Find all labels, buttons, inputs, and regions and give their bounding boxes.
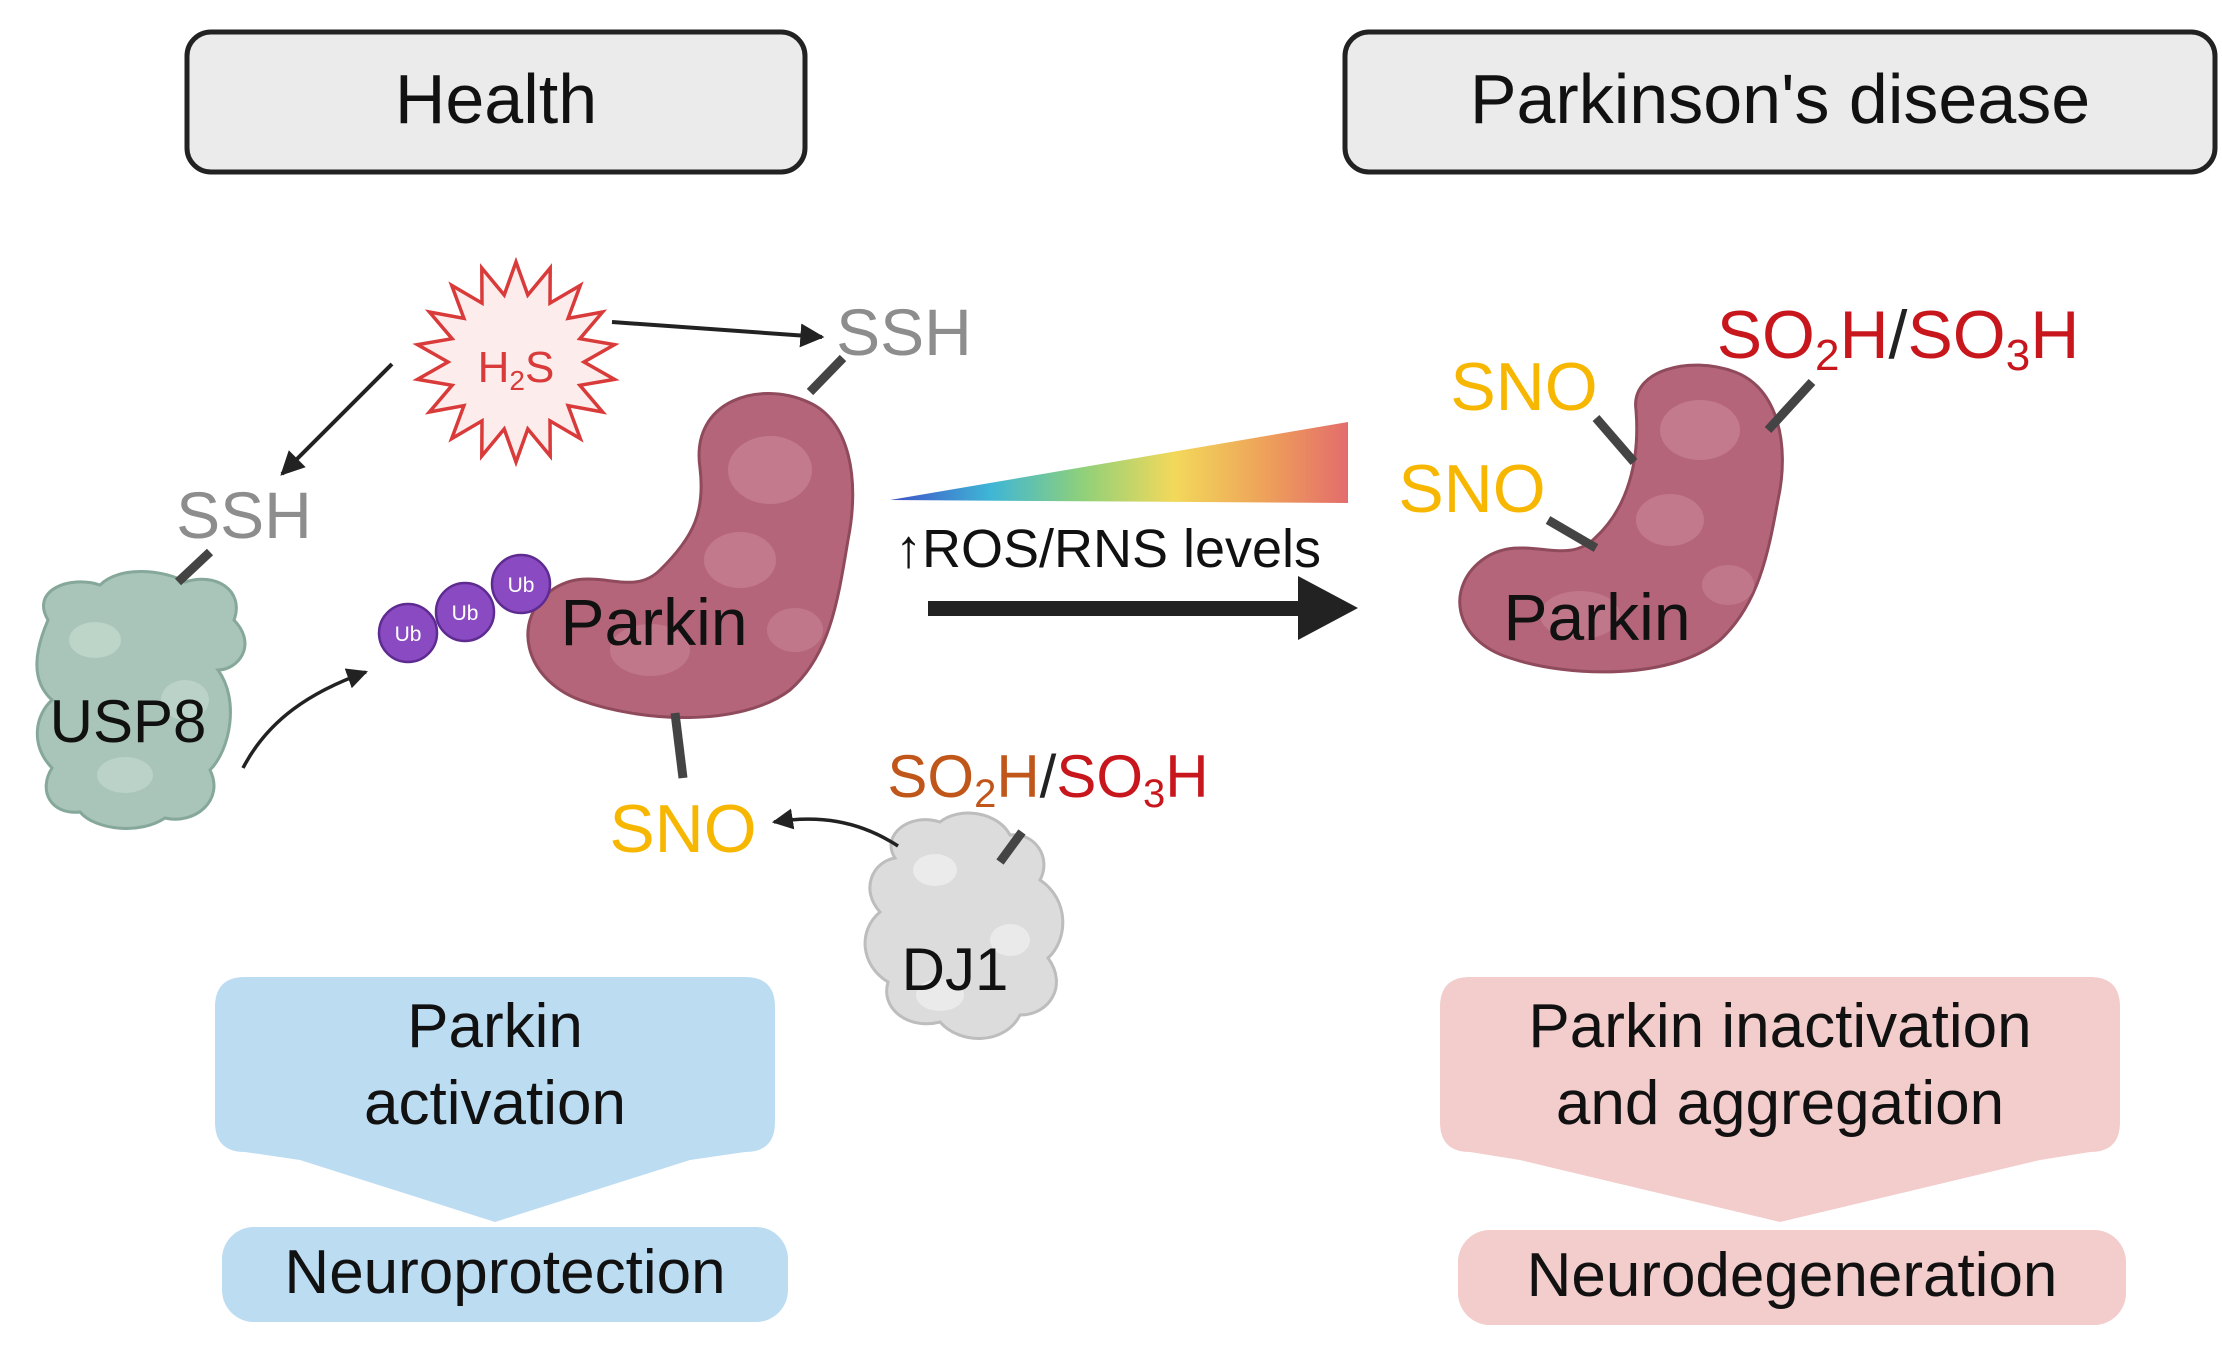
starburst-icon bbox=[412, 256, 620, 468]
disease-sno-label-2: SNO bbox=[1398, 451, 1545, 527]
parkin-health: Parkin bbox=[526, 392, 855, 719]
usp8-ssh-bond bbox=[174, 548, 214, 586]
parkin-sno-label: SNO bbox=[609, 791, 756, 867]
health-outcome-line2: activation bbox=[364, 1069, 626, 1138]
usp8-ssh-label: SSH bbox=[176, 478, 312, 552]
dj1-oxidation-label: SO2H/SO3H bbox=[887, 743, 1208, 816]
health-header: Health bbox=[184, 29, 808, 175]
disease-outcome-line1: Parkin inactivation bbox=[1528, 992, 2031, 1061]
svg-text:Ub: Ub bbox=[452, 602, 479, 625]
ubiquitin-2: Ub bbox=[434, 581, 496, 643]
dj1-protein: DJ1 bbox=[863, 811, 1065, 1040]
h2s-to-usp8-ssh-arrow bbox=[280, 362, 394, 476]
arrow-right-icon bbox=[928, 576, 1358, 640]
usp8-label: USP8 bbox=[50, 688, 207, 755]
ros-rns-label: ↑ROS/RNS levels bbox=[895, 519, 1321, 579]
h2s-molecule: H2S bbox=[412, 256, 620, 468]
h2s-to-parkin-ssh-arrow bbox=[611, 320, 825, 348]
dj1-so-bond bbox=[996, 829, 1026, 865]
parkin-health-label: Parkin bbox=[560, 585, 747, 659]
parkin-disease-label: Parkin bbox=[1503, 580, 1690, 654]
health-outcome: Parkin activation bbox=[215, 977, 775, 1222]
dj1-to-sno-arrow bbox=[771, 808, 899, 848]
disease-outcome: Parkin inactivation and aggregation bbox=[1440, 977, 2120, 1222]
h2s-label: H2S bbox=[478, 343, 555, 396]
neurodegeneration-pill: Neurodegeneration bbox=[1458, 1230, 2126, 1325]
neuroprotection-pill: Neuroprotection bbox=[222, 1227, 788, 1322]
usp8-to-ub-arrow bbox=[241, 668, 368, 769]
ubiquitin-3: Ub bbox=[490, 553, 552, 615]
disease-so-bond bbox=[1764, 378, 1816, 434]
neurodegeneration-label: Neurodegeneration bbox=[1527, 1241, 2058, 1310]
disease-header: Parkinson's disease bbox=[1342, 29, 2218, 175]
ubiquitin-chain: Ub Ub Ub bbox=[377, 553, 552, 664]
ubiquitin-1: Ub bbox=[377, 602, 439, 664]
svg-text:Ub: Ub bbox=[395, 623, 422, 646]
health-header-label: Health bbox=[395, 60, 597, 138]
gradient-wedge-icon bbox=[890, 422, 1348, 503]
disease-sno-label-1: SNO bbox=[1450, 349, 1597, 425]
health-outcome-line1: Parkin bbox=[407, 992, 583, 1061]
dj1-label: DJ1 bbox=[902, 936, 1009, 1003]
disease-sno2-bond bbox=[1545, 516, 1599, 552]
disease-outcome-line2: and aggregation bbox=[1556, 1069, 2004, 1138]
neuroprotection-label: Neuroprotection bbox=[284, 1238, 725, 1307]
disease-oxidation-label: SO2H/SO3H bbox=[1717, 297, 2080, 380]
parkin-disease: Parkin bbox=[1458, 363, 1784, 674]
disease-sno1-bond bbox=[1592, 415, 1638, 465]
parkin-sno-bond bbox=[670, 712, 688, 779]
usp8-protein: USP8 bbox=[35, 570, 247, 830]
disease-header-label: Parkinson's disease bbox=[1470, 60, 2090, 138]
parkin-ssh-label: SSH bbox=[836, 295, 972, 369]
svg-text:Ub: Ub bbox=[508, 574, 535, 597]
parkin-ssh-bond bbox=[806, 354, 847, 396]
